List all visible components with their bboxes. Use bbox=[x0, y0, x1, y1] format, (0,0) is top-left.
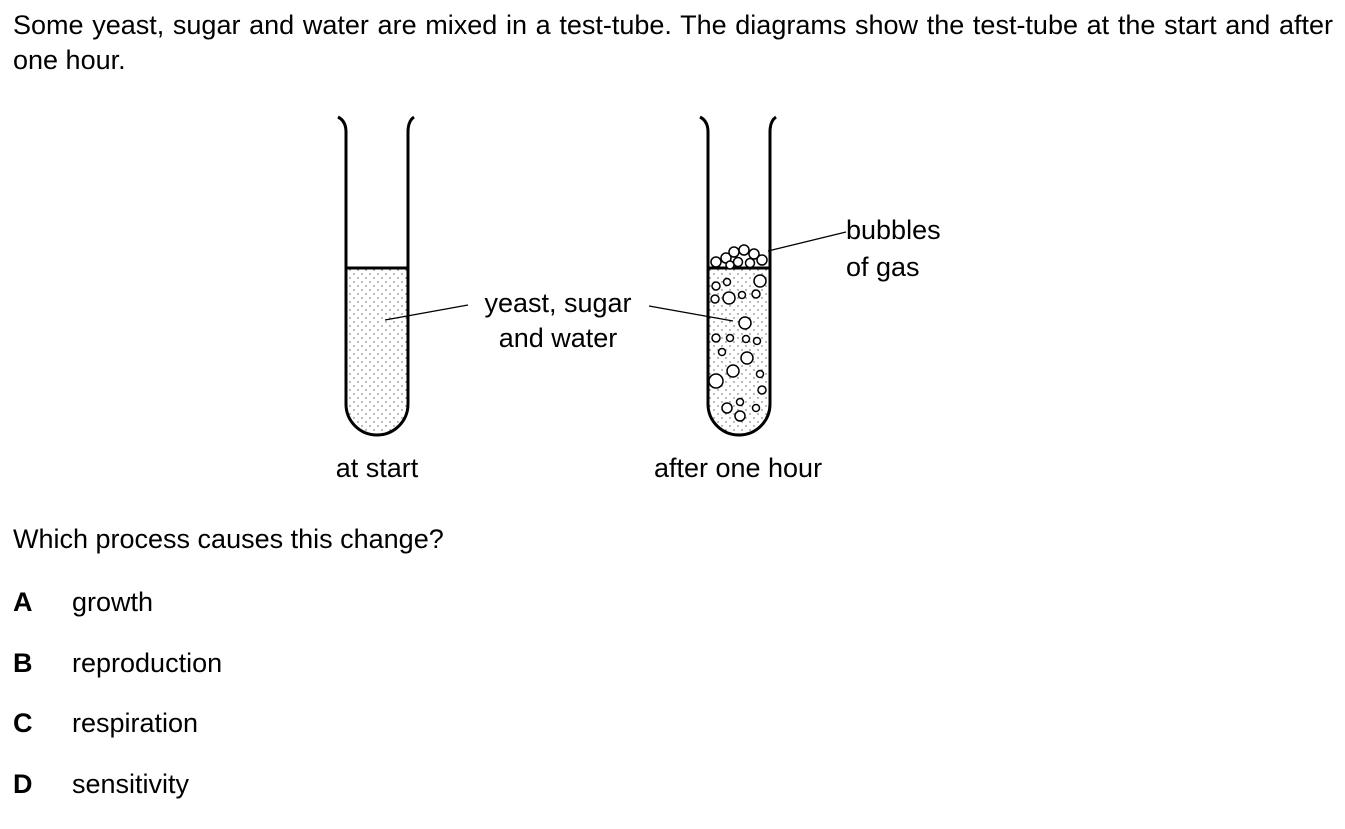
tube-start-liquid bbox=[346, 268, 408, 435]
label-bubbles-line1: bubbles bbox=[846, 215, 941, 245]
option-text: sensitivity bbox=[72, 769, 189, 800]
label-mixture-line1: yeast, sugar bbox=[484, 288, 631, 318]
option-letter: A bbox=[13, 587, 72, 618]
option-b[interactable]: B reproduction bbox=[13, 648, 222, 709]
option-text: growth bbox=[72, 587, 153, 618]
option-a[interactable]: A growth bbox=[13, 587, 222, 648]
caption-after: after one hour bbox=[654, 453, 822, 483]
option-text: reproduction bbox=[72, 648, 222, 679]
foam-bubbles bbox=[711, 245, 767, 269]
label-bubbles-line2: of gas bbox=[846, 252, 920, 282]
option-c[interactable]: C respiration bbox=[13, 708, 222, 769]
test-tube-diagram: yeast, sugar and water bubbles of gas at… bbox=[0, 0, 1345, 500]
leader-line-bubbles bbox=[768, 232, 846, 251]
question-prompt: Which process causes this change? bbox=[13, 524, 444, 555]
option-letter: B bbox=[13, 648, 72, 679]
caption-start: at start bbox=[336, 453, 419, 483]
option-d[interactable]: D sensitivity bbox=[13, 769, 222, 829]
option-letter: D bbox=[13, 769, 72, 800]
test-tube-start bbox=[338, 117, 414, 435]
option-letter: C bbox=[13, 708, 72, 739]
answer-options: A growth B reproduction C respiration D … bbox=[13, 587, 222, 829]
label-mixture-line2: and water bbox=[499, 323, 618, 353]
test-tube-after bbox=[700, 117, 776, 435]
option-text: respiration bbox=[72, 708, 198, 739]
